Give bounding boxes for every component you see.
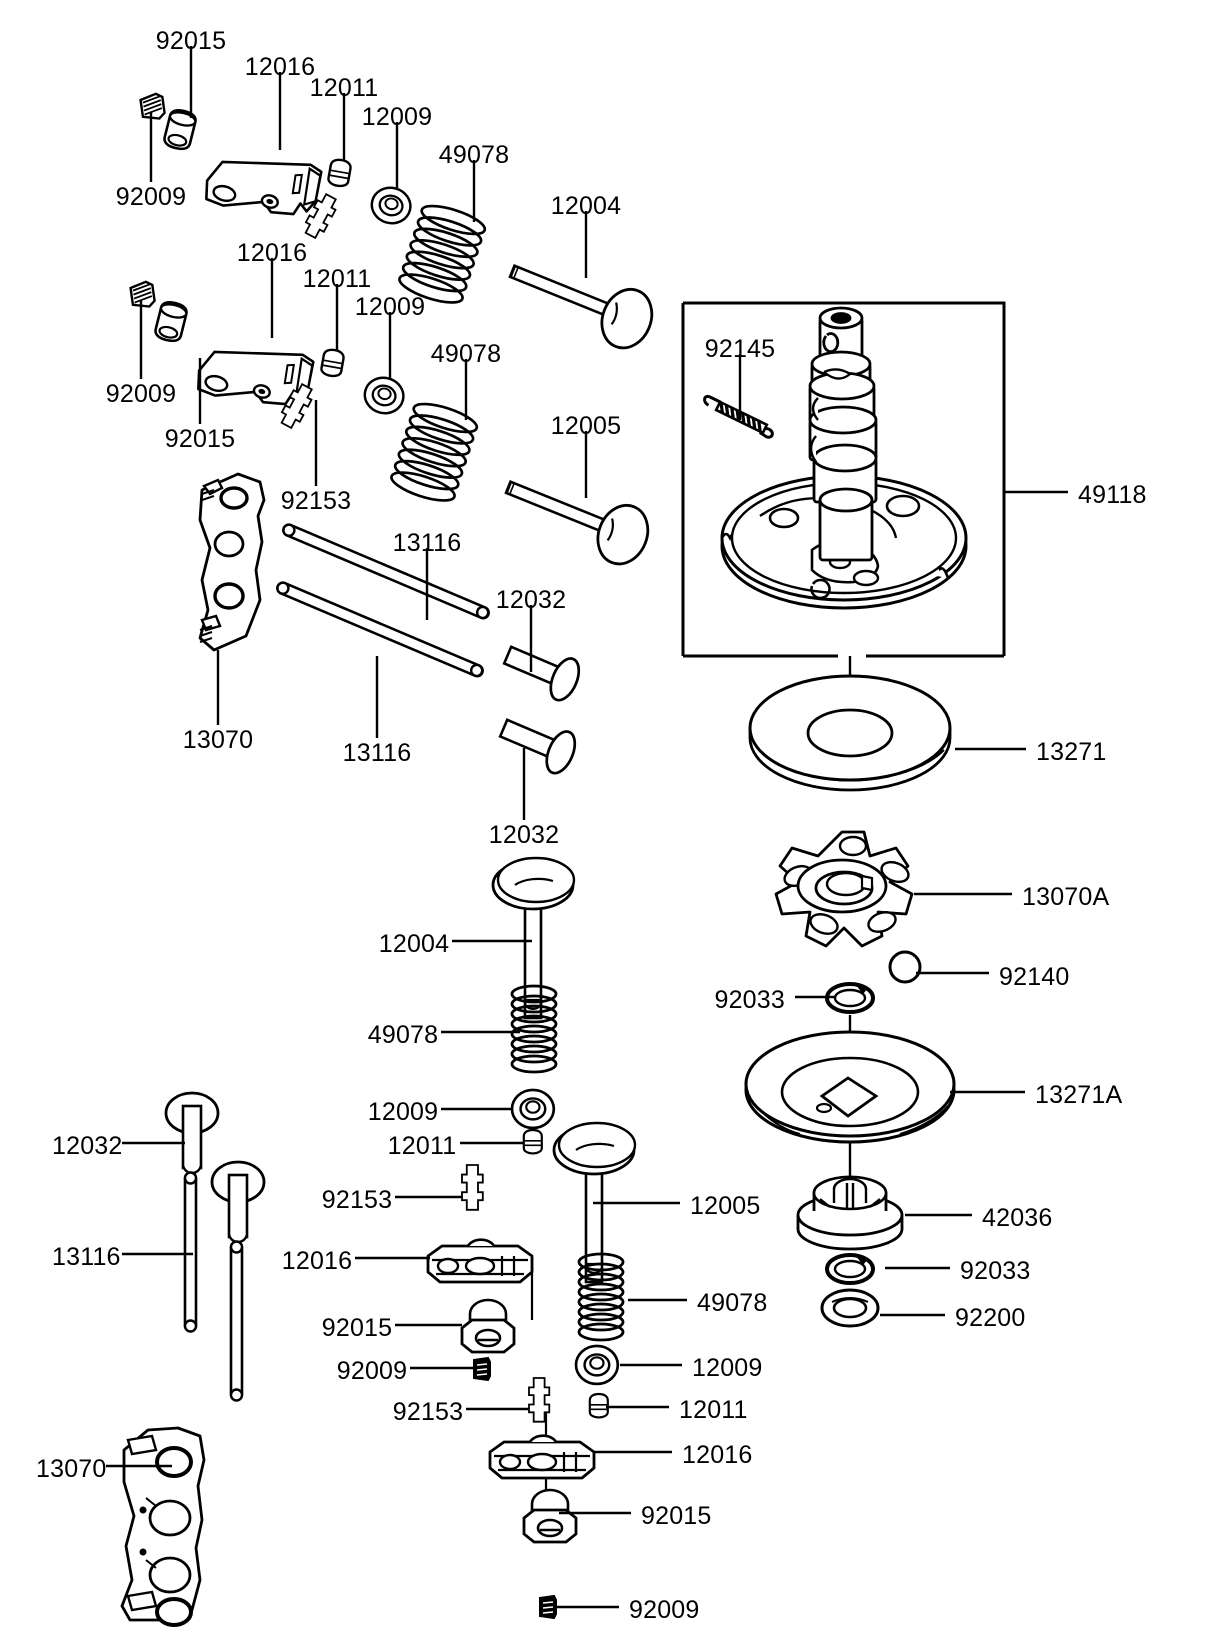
governor-star-plate-13070A <box>774 830 914 948</box>
part-label-92009: 92009 <box>336 1357 408 1385</box>
screw-92009-mid <box>473 1356 491 1382</box>
part-label-92009: 92009 <box>115 183 187 211</box>
governor-sleeve-42036 <box>796 1175 904 1251</box>
part-label-42036: 42036 <box>982 1204 1053 1232</box>
part-label-12009: 12009 <box>361 103 433 131</box>
part-label-49078: 49078 <box>430 340 502 368</box>
part-label-49078: 49078 <box>438 141 510 169</box>
part-label-12011: 12011 <box>387 1132 457 1160</box>
push-rod-13116-a <box>183 1171 198 1333</box>
lower-left-group <box>120 1091 266 1627</box>
part-label-12004: 12004 <box>550 192 622 220</box>
governor-dish-plate-13271A <box>744 1030 956 1144</box>
tappet-12032-a <box>164 1091 220 1175</box>
part-label-13271: 13271 <box>1036 738 1107 766</box>
part-label-13070A: 13070A <box>1022 883 1110 911</box>
part-label-12032: 12032 <box>52 1132 123 1160</box>
part-label-12005: 12005 <box>550 412 622 440</box>
part-label-12016: 12016 <box>244 53 316 81</box>
nut-92015-mid <box>460 1298 516 1354</box>
part-label-13116: 13116 <box>342 739 412 767</box>
tappet-12032-b <box>210 1160 266 1244</box>
part-label-13116: 13116 <box>52 1243 121 1271</box>
part-label-12011: 12011 <box>302 265 372 293</box>
part-label-12009: 12009 <box>692 1354 763 1382</box>
steel-ball-92140 <box>888 950 922 984</box>
part-label-12011: 12011 <box>309 74 379 102</box>
part-label-92015: 92015 <box>164 425 236 453</box>
part-label-92015: 92015 <box>641 1502 712 1530</box>
governor-spring <box>703 394 774 439</box>
push-rod-bracket-upper <box>198 472 266 652</box>
part-label-49078: 49078 <box>697 1289 768 1317</box>
washer-plate-13271 <box>748 674 952 792</box>
right-stack <box>744 656 956 1328</box>
part-label-92015: 92015 <box>155 27 227 55</box>
centre-column <box>426 856 637 1620</box>
part-label-92015: 92015 <box>321 1314 393 1342</box>
part-label-13070: 13070 <box>36 1455 107 1483</box>
part-label-12016: 12016 <box>236 239 308 267</box>
valve-12005-vertical <box>552 1121 637 1284</box>
rocker-arm-12016-mid <box>426 1238 534 1284</box>
part-label-92033: 92033 <box>960 1257 1031 1285</box>
washer-92200 <box>820 1288 880 1328</box>
part-label-92145: 92145 <box>704 335 776 363</box>
part-label-92200: 92200 <box>955 1304 1026 1332</box>
part-label-92009: 92009 <box>105 380 177 408</box>
valve-spring-49078-lower <box>577 1252 625 1342</box>
upper-assembly-row-1 <box>138 91 654 350</box>
nut-92015-bottom <box>522 1488 578 1544</box>
part-label-92140: 92140 <box>999 963 1070 991</box>
screw-92009-bottom <box>539 1594 557 1620</box>
part-label-13070: 13070 <box>182 726 254 754</box>
part-label-12009: 12009 <box>367 1098 439 1126</box>
push-rod-13116-b <box>229 1240 244 1402</box>
camshaft-assembly <box>720 306 968 610</box>
push-rod-bracket-lower <box>120 1426 206 1627</box>
part-label-92033: 92033 <box>714 986 785 1014</box>
part-label-92153: 92153 <box>280 487 352 515</box>
upper-assembly-row-2 <box>128 279 650 566</box>
part-label-92153: 92153 <box>321 1186 393 1214</box>
part-label-12016: 12016 <box>682 1441 753 1469</box>
part-label-92009: 92009 <box>629 1596 700 1624</box>
part-label-12005: 12005 <box>690 1192 761 1220</box>
part-label-12032: 12032 <box>495 586 567 614</box>
part-label-12016: 12016 <box>281 1247 353 1275</box>
part-label-13116: 13116 <box>392 529 462 557</box>
push-rods-middle <box>276 523 581 775</box>
part-label-12011: 12011 <box>679 1396 748 1424</box>
part-label-12009: 12009 <box>354 293 426 321</box>
part-label-12032: 12032 <box>488 821 560 849</box>
valve-spring-49078-upper <box>510 984 558 1074</box>
part-label-12004: 12004 <box>378 930 450 958</box>
camshaft-callout-box <box>681 301 1006 658</box>
part-label-49078: 49078 <box>367 1021 439 1049</box>
part-label-13271A: 13271A <box>1035 1081 1123 1109</box>
part-label-92153: 92153 <box>392 1398 464 1426</box>
rocker-arm-12016-bottom <box>488 1434 596 1480</box>
part-label-49118: 49118 <box>1078 481 1147 509</box>
